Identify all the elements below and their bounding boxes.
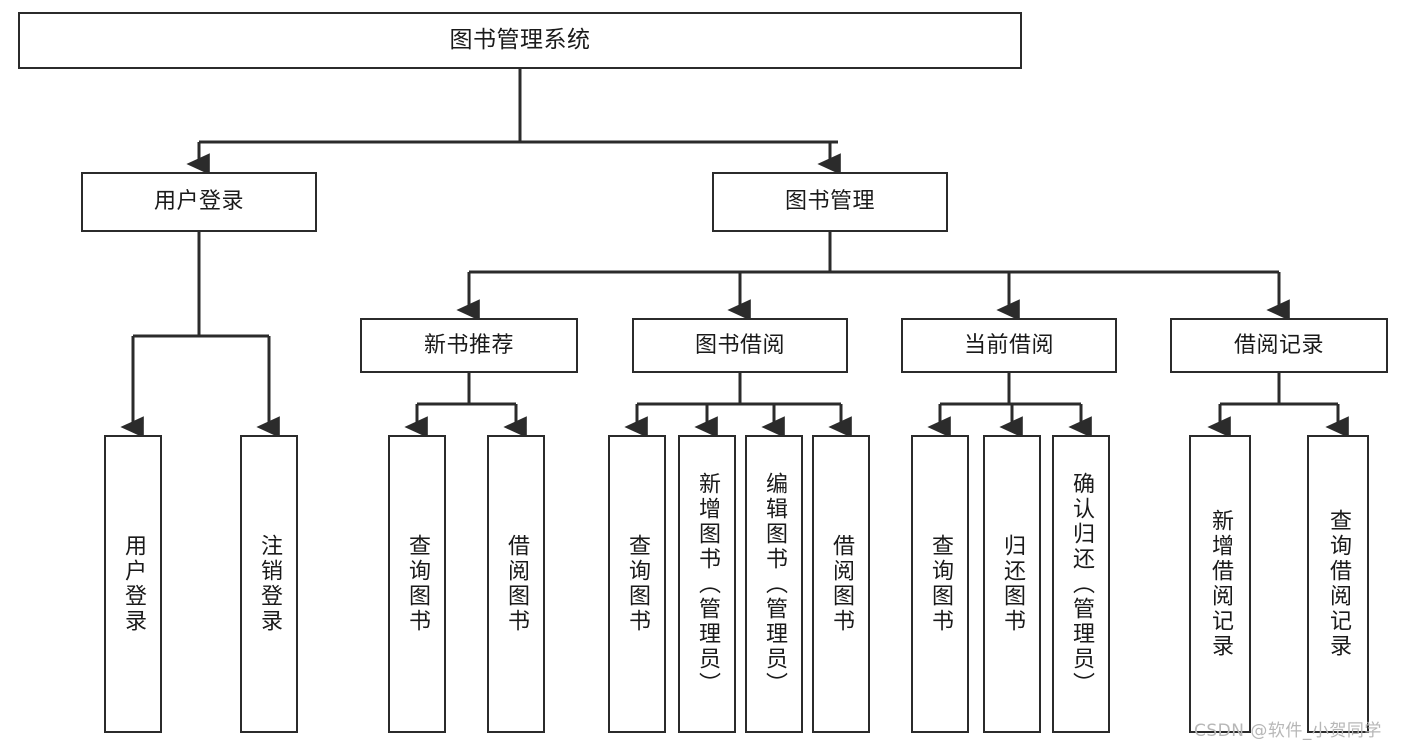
node-leaf-query-record[interactable]: 查询借阅记录 bbox=[1307, 435, 1369, 733]
node-user-login-label: 用户登录 bbox=[153, 189, 244, 215]
node-book-borrow-label: 图书借阅 bbox=[694, 332, 785, 358]
node-user-login[interactable]: 用户登录 bbox=[81, 172, 317, 232]
node-leaf-user-login-label: 用户登录 bbox=[121, 534, 146, 634]
node-leaf-query-book-1[interactable]: 查询图书 bbox=[388, 435, 446, 733]
node-leaf-logout[interactable]: 注销登录 bbox=[240, 435, 298, 733]
node-root[interactable]: 图书管理系统 bbox=[18, 12, 1022, 69]
node-current-borrow-label: 当前借阅 bbox=[963, 332, 1054, 358]
node-leaf-add-book-label: 新增图书（管理员） bbox=[695, 471, 720, 697]
node-leaf-edit-book-label: 编辑图书（管理员） bbox=[762, 471, 787, 697]
node-new-book-recommend[interactable]: 新书推荐 bbox=[360, 318, 578, 373]
node-book-manage[interactable]: 图书管理 bbox=[712, 172, 948, 232]
node-leaf-query-book-2-label: 查询图书 bbox=[625, 534, 650, 634]
node-leaf-confirm-return[interactable]: 确认归还（管理员） bbox=[1052, 435, 1110, 733]
node-borrow-records-label: 借阅记录 bbox=[1233, 332, 1324, 358]
node-leaf-query-book-2[interactable]: 查询图书 bbox=[608, 435, 666, 733]
node-leaf-query-book-3[interactable]: 查询图书 bbox=[911, 435, 969, 733]
node-leaf-query-record-label: 查询借阅记录 bbox=[1326, 509, 1351, 659]
node-leaf-borrow-book-2[interactable]: 借阅图书 bbox=[812, 435, 870, 733]
node-new-book-recommend-label: 新书推荐 bbox=[423, 332, 514, 358]
node-book-manage-label: 图书管理 bbox=[784, 189, 875, 215]
node-leaf-borrow-book-2-label: 借阅图书 bbox=[829, 534, 854, 634]
node-current-borrow[interactable]: 当前借阅 bbox=[901, 318, 1117, 373]
node-leaf-query-book-1-label: 查询图书 bbox=[405, 534, 430, 634]
node-leaf-edit-book[interactable]: 编辑图书（管理员） bbox=[745, 435, 803, 733]
node-leaf-add-record-label: 新增借阅记录 bbox=[1208, 509, 1233, 659]
node-leaf-query-book-3-label: 查询图书 bbox=[928, 534, 953, 634]
node-leaf-return-book[interactable]: 归还图书 bbox=[983, 435, 1041, 733]
node-leaf-logout-label: 注销登录 bbox=[257, 534, 282, 634]
node-leaf-add-record[interactable]: 新增借阅记录 bbox=[1189, 435, 1251, 733]
node-book-borrow[interactable]: 图书借阅 bbox=[632, 318, 848, 373]
node-leaf-user-login[interactable]: 用户登录 bbox=[104, 435, 162, 733]
node-leaf-add-book[interactable]: 新增图书（管理员） bbox=[678, 435, 736, 733]
node-borrow-records[interactable]: 借阅记录 bbox=[1170, 318, 1388, 373]
node-root-label: 图书管理系统 bbox=[449, 26, 591, 53]
node-leaf-confirm-return-label: 确认归还（管理员） bbox=[1069, 471, 1094, 697]
node-leaf-borrow-book-1-label: 借阅图书 bbox=[504, 534, 529, 634]
node-leaf-return-book-label: 归还图书 bbox=[1000, 534, 1025, 634]
node-leaf-borrow-book-1[interactable]: 借阅图书 bbox=[487, 435, 545, 733]
